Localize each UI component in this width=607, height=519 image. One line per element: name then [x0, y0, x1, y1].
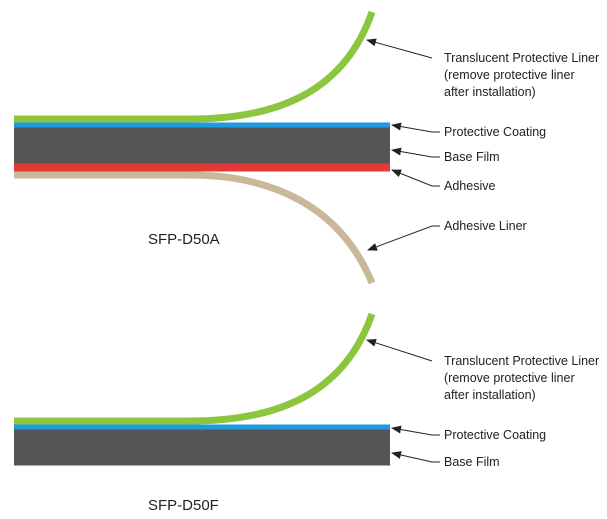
- label-adhesive-a: Adhesive: [444, 179, 495, 193]
- label-line: after installation): [444, 85, 536, 99]
- diagram-sfp-d50a: Translucent Protective Liner (remove pro…: [14, 10, 603, 285]
- label-translucent-protective-liner-b: Translucent Protective Liner (remove pro…: [444, 354, 603, 402]
- pointer-line-adhesive-liner-a: [367, 225, 440, 251]
- translucent-protective-liner-b: [14, 312, 376, 425]
- diagram-sfp-d50f: Translucent Protective Liner (remove pro…: [14, 312, 603, 514]
- label-base-film-a: Base Film: [444, 150, 500, 164]
- label-line: (remove protective liner: [444, 371, 575, 385]
- adhesive-layer-a: [14, 163, 390, 172]
- label-line: after installation): [444, 388, 536, 402]
- label-line: (remove protective liner: [444, 68, 575, 82]
- label-line: Translucent Protective Liner: [444, 354, 599, 368]
- translucent-protective-liner-a: [14, 10, 376, 123]
- label-line: Translucent Protective Liner: [444, 51, 599, 65]
- pointer-line-base-film-a: [391, 147, 440, 158]
- protective-coating-layer-a: [14, 122, 390, 128]
- label-protective-coating-b: Protective Coating: [444, 428, 546, 442]
- pointer-line-coating-a: [391, 122, 440, 133]
- label-adhesive-liner-a: Adhesive Liner: [444, 219, 527, 233]
- adhesive-liner-a: [14, 171, 376, 285]
- label-translucent-protective-liner-a: Translucent Protective Liner (remove pro…: [444, 51, 603, 99]
- protective-coating-layer-b: [14, 424, 390, 430]
- pointer-line-coating-b: [391, 425, 440, 436]
- pointer-line-liner-b: [366, 338, 433, 362]
- diagram-title-sfp-d50f: SFP-D50F: [148, 497, 219, 514]
- pointer-line-liner-a: [366, 38, 433, 59]
- base-film-layer-a: [14, 127, 390, 164]
- label-base-film-b: Base Film: [444, 455, 500, 469]
- diagram-title-sfp-d50a: SFP-D50A: [148, 231, 220, 248]
- pointer-line-adhesive-a: [391, 169, 440, 187]
- label-protective-coating-a: Protective Coating: [444, 125, 546, 139]
- base-film-layer-b: [14, 429, 390, 466]
- pointer-line-base-film-b: [391, 451, 440, 463]
